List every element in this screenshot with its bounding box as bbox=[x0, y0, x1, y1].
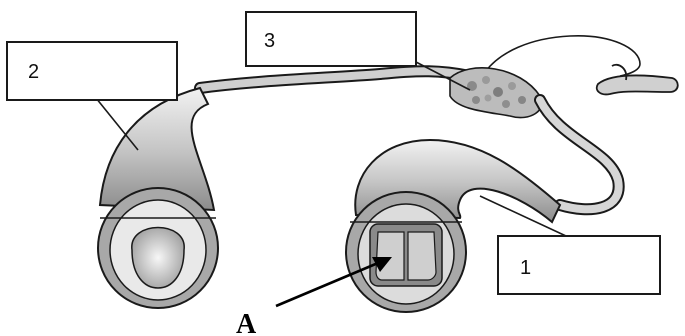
label-box-1: 1 bbox=[498, 236, 660, 294]
label-box-2: 2 bbox=[7, 42, 177, 100]
right-tube-cross-section bbox=[346, 192, 466, 312]
gland-cluster bbox=[450, 68, 542, 118]
hook-structure bbox=[597, 76, 678, 95]
label-box-2-text: 2 bbox=[28, 61, 39, 83]
pointer-a-label: A bbox=[236, 309, 257, 336]
left-tube-cross-section bbox=[98, 188, 218, 308]
label-box-3-text: 3 bbox=[264, 30, 275, 52]
thin-loop-vessel bbox=[485, 36, 640, 76]
label-box-3: 3 bbox=[246, 12, 416, 66]
leader-line-2 bbox=[96, 98, 138, 150]
label-box-1-text: 1 bbox=[520, 257, 531, 279]
